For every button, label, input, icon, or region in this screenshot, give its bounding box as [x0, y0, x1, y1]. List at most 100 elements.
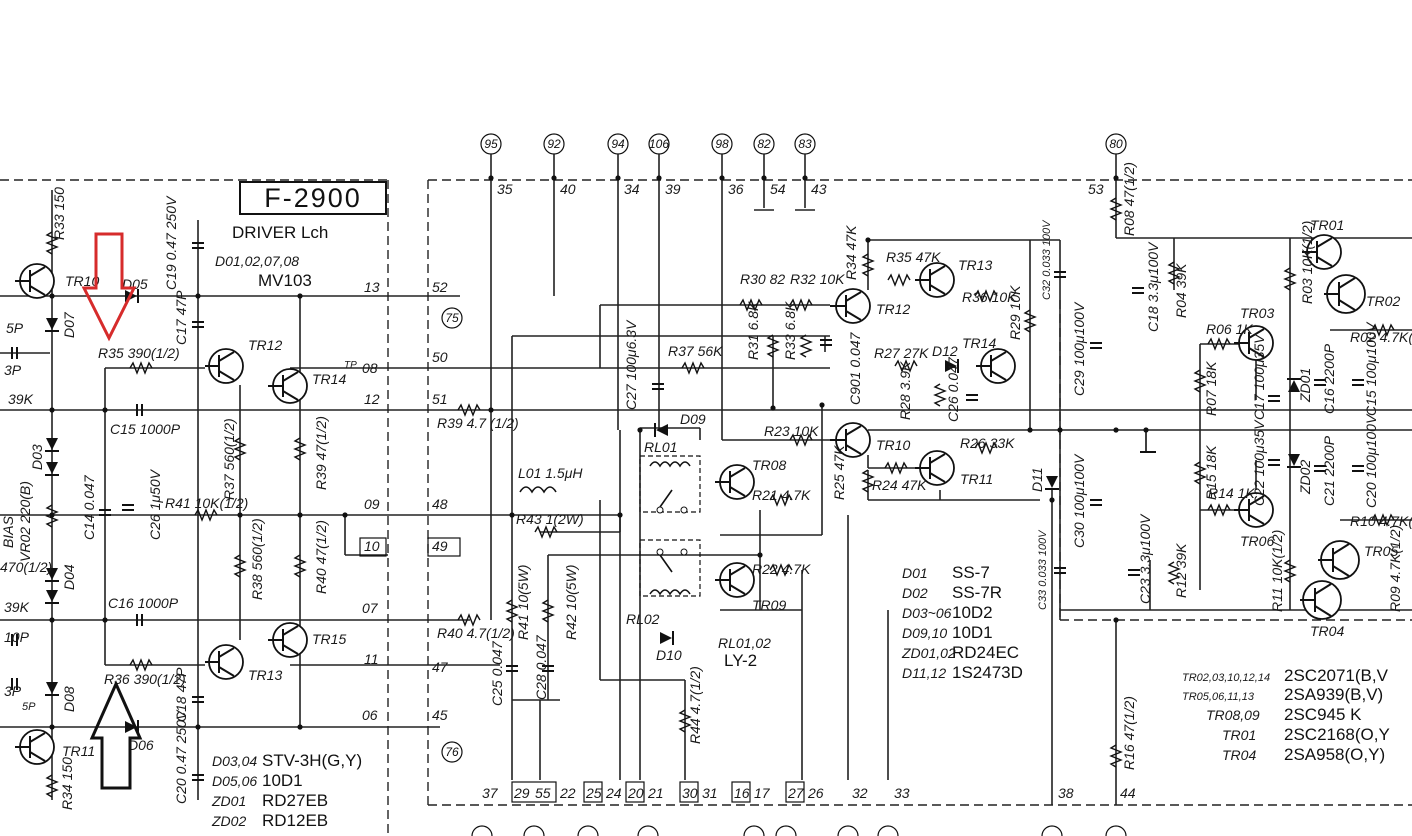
parts-right-part-3: 2SC2168(O,Y: [1284, 725, 1390, 744]
label-bias: BIAS: [0, 515, 16, 548]
diode-d09: [654, 423, 668, 437]
label-vr02: VR02 220(B): [17, 481, 33, 562]
parts-list-mid: D01 SS-7 D02 SS-7R D03~06 10D2 D09,10 10…: [901, 563, 1023, 682]
label-r39: R39 47(1/2): [313, 416, 329, 490]
capacitor-c18c: [1132, 287, 1144, 294]
parts-right-part-4: 2SA958(O,Y): [1284, 745, 1385, 764]
label-tr03: TR03: [1240, 305, 1274, 321]
parts-left-part-1: 10D1: [262, 771, 303, 790]
label-c23: C23 3.3μ100V: [1137, 513, 1153, 604]
junction-dots-mid: [488, 237, 1149, 623]
parts-left-part-3: RD12EB: [262, 811, 328, 830]
svg-text:98: 98: [715, 137, 729, 151]
transistor-tr12-left: [205, 348, 244, 384]
label-r41b: R41 10(5W): [515, 565, 531, 640]
label-r11: R11 10K(1/2): [1269, 530, 1285, 612]
resistor-r14: [1207, 503, 1231, 517]
diode-group-label: D01,02,07,08: [215, 253, 299, 269]
label-r28: R28 3.9K: [897, 361, 913, 420]
parts-mid-ref-3: D09,10: [902, 625, 947, 641]
label-c901: C901 0.047: [847, 331, 863, 405]
label-tr02: TR02: [1366, 293, 1400, 309]
label-d11: D11: [1029, 467, 1045, 492]
pin-08: 08: [362, 360, 378, 376]
label-c15: C15 1000P: [110, 421, 181, 437]
transistor-tr11: [915, 450, 955, 486]
resistor-r40: [293, 554, 307, 578]
svg-text:95: 95: [484, 137, 498, 151]
diode-d03: [45, 438, 59, 452]
parts-mid-ref-5: D11,12: [902, 665, 946, 681]
parts-mid-part-4: RD24EC: [952, 643, 1019, 662]
label-c29: C29 100μ100V: [1071, 301, 1087, 396]
resistor-r29: [1023, 309, 1037, 333]
output-wiring: [1060, 237, 1412, 611]
resistor-r32b: [789, 298, 813, 312]
parts-left-part-2: RD27EB: [262, 791, 328, 810]
pin-34: 34: [624, 181, 640, 197]
parts-right-part-0: 2SC2071(B,V: [1284, 666, 1389, 685]
resistor-r37: [233, 437, 247, 461]
label-d05: D05: [122, 276, 148, 292]
capacitor-c33: [1054, 567, 1066, 574]
label-r12: R12 39K: [1173, 543, 1189, 598]
label-3p: 3P: [4, 362, 22, 378]
black-arrow-annotation: [89, 680, 143, 790]
transistor-tr05: [1318, 540, 1360, 580]
label-r35b: R35 47K: [886, 249, 941, 265]
resistor-r37b: [681, 361, 705, 375]
capacitor-10p: [11, 634, 18, 646]
resistor-r43: [534, 525, 558, 539]
label-r21: R21 4.7K: [752, 487, 811, 503]
label-d10: D10: [656, 647, 682, 663]
label-rl02: RL02: [626, 611, 660, 627]
bottom-node-row: [471, 825, 1127, 836]
parts-list-left: D03,04 STV-3H(G,Y) D05,06 10D1 ZD01 RD27…: [211, 751, 362, 830]
resistor-r30: [739, 298, 763, 312]
label-tr15-left: TR15: [312, 631, 346, 647]
resistor-r22: [769, 563, 793, 577]
label-r40: R40 47(1/2): [313, 520, 329, 594]
node-76: 76: [441, 741, 463, 763]
diode-d04b: [45, 590, 59, 604]
capacitor-c26: [122, 504, 134, 511]
parts-right-part-1: 2SA939(B,V): [1284, 685, 1383, 704]
pin-16: 16: [734, 785, 750, 801]
label-c15c: C15 100μ100V: [1363, 321, 1379, 416]
label-zd02: ZD02: [1297, 460, 1313, 495]
resistor-r21: [769, 493, 793, 507]
parts-right-part-2: 2SC945 K: [1284, 705, 1362, 724]
label-tr01: TR01: [1310, 217, 1344, 233]
resistor-r23: [789, 433, 813, 447]
zener-zd01: [1287, 378, 1301, 392]
pin-30: 30: [682, 785, 698, 801]
resistor-r41: [194, 508, 218, 522]
parts-mid-part-0: SS-7: [952, 563, 990, 582]
resistor-r10: [1371, 513, 1395, 527]
pin-51: 51: [432, 391, 448, 407]
capacitor-c27: [652, 383, 664, 390]
resistor-r35: [129, 361, 153, 375]
parts-right-ref-3: TR01: [1222, 727, 1256, 743]
svg-text:76: 76: [445, 745, 459, 759]
connector-right-pins: 52 50 51 48 49 47 45: [432, 279, 449, 723]
capacitor-c22: [1268, 459, 1280, 466]
resistor-r41b: [505, 599, 519, 623]
svg-text:80: 80: [1109, 137, 1123, 151]
pin-52: 52: [432, 279, 448, 295]
label-r35: R35 390(1/2): [98, 345, 180, 361]
capacitor-c20: [192, 774, 204, 781]
label-r37: R37 560(1/2): [221, 418, 237, 500]
node-75: 75: [441, 307, 463, 329]
red-arrow-annotation: [81, 232, 137, 342]
resistor-r02: [1371, 323, 1395, 337]
label-r44: R44 4.7(1/2): [687, 666, 703, 744]
pin-17: 17: [754, 785, 771, 801]
label-r29: R29 10K: [1007, 285, 1023, 340]
resistor-r44: [678, 709, 692, 733]
label-c26b: C26 0.047: [945, 356, 961, 422]
label-tr09: TR09: [752, 597, 786, 613]
title-block: F-2900 DRIVER Lch D01,02,07,08 MV103: [215, 181, 387, 290]
resistor-r39: [293, 437, 307, 461]
transistor-tr11: [15, 729, 55, 765]
